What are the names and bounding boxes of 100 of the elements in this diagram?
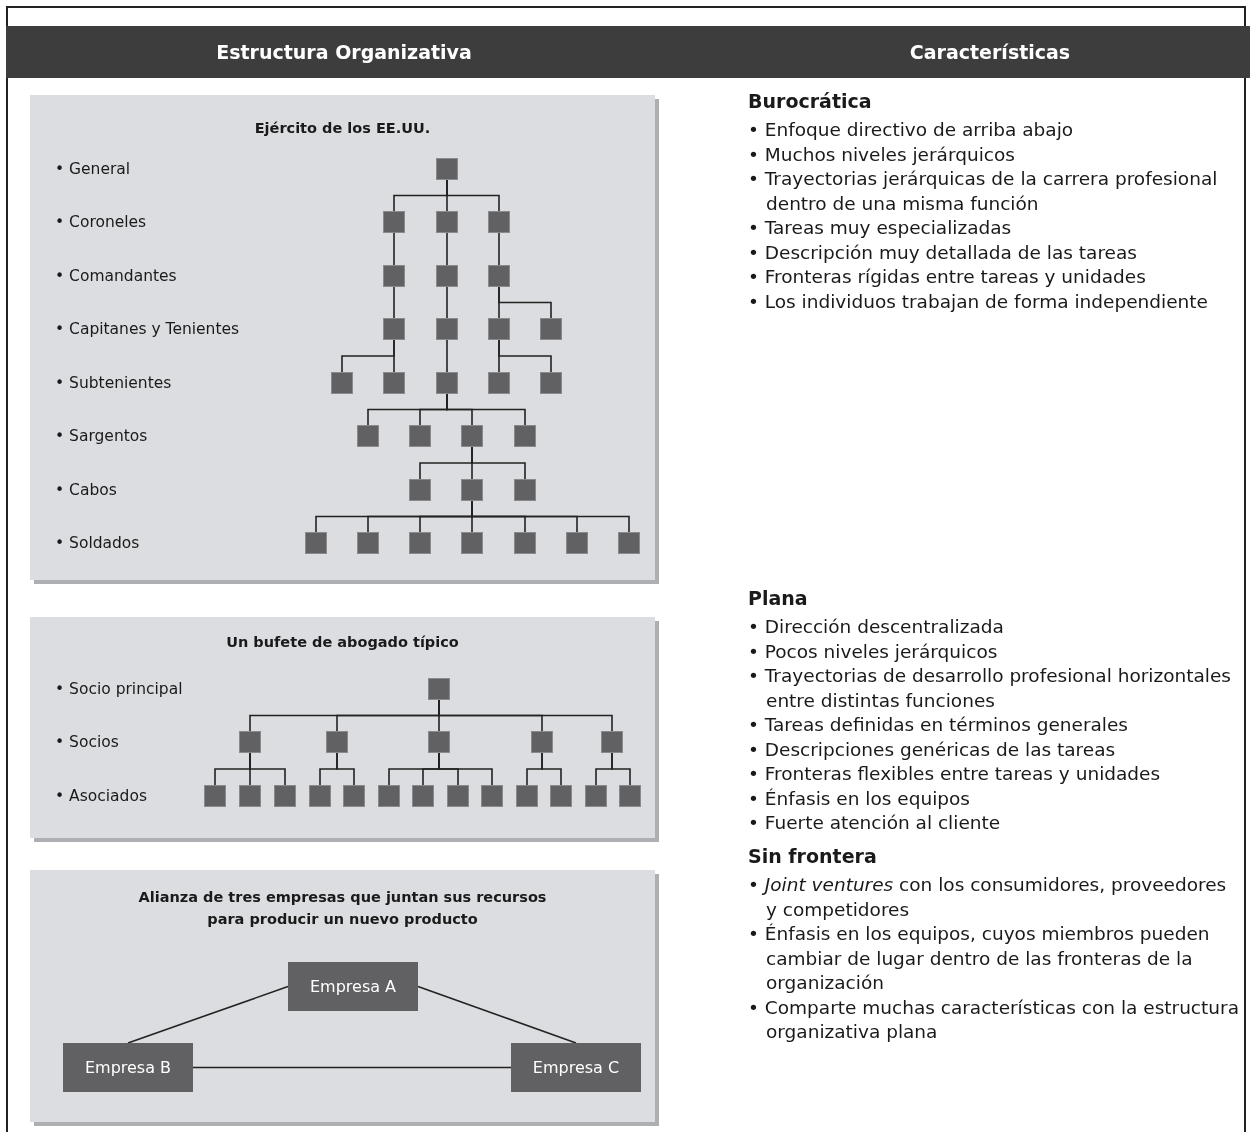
bullet-item: • Pocos niveles jerárquicos: [748, 639, 999, 664]
position-box: [343, 785, 365, 807]
position-box: [461, 532, 483, 554]
rank-label: • Socios: [55, 732, 119, 752]
connector-line: [446, 339, 448, 373]
connector-line: [438, 699, 613, 732]
position-box: [488, 372, 510, 394]
position-box: [601, 731, 623, 753]
position-box: [436, 265, 458, 287]
position-box: [357, 532, 379, 554]
position-box: [447, 785, 469, 807]
bullet-item: • Comparte muchas características con la estructura organizativa plana: [748, 995, 1240, 1044]
rank-label: • Soldados: [55, 533, 140, 553]
position-box: [540, 318, 562, 340]
section-heading: Plana: [748, 586, 809, 611]
position-box: [383, 372, 405, 394]
rank-label: • Asociados: [55, 786, 147, 806]
rank-label: • Socio principal: [55, 679, 183, 699]
connector-line: [446, 286, 448, 319]
bullet-item: • Trayectorias de desarrollo profesional horizontales entre distintas funciones: [748, 664, 1232, 713]
position-box: [461, 425, 483, 447]
panel-title: Ejército de los EE.UU.: [253, 119, 432, 138]
position-box: [488, 211, 510, 233]
rank-label: • Subtenientes: [55, 373, 172, 393]
rank-label: • Comandantes: [55, 266, 177, 286]
position-box: [516, 785, 538, 807]
position-box: [305, 532, 327, 554]
bullet-item: • Descripciones genéricas de las tareas: [748, 737, 1117, 762]
position-box: [566, 532, 588, 554]
connector-line: [471, 500, 630, 533]
connector-line: [446, 393, 526, 426]
position-box: [383, 211, 405, 233]
column-heading: Características: [909, 40, 1071, 65]
position-box: [488, 265, 510, 287]
position-box: [488, 318, 510, 340]
rank-label: • Coroneles: [55, 212, 147, 232]
position-box: [550, 785, 572, 807]
connector-line: [417, 985, 577, 1044]
bullet-item: • Fronteras rígidas entre tareas y unidades: [748, 265, 1147, 289]
section-heading: Burocrática: [748, 89, 873, 114]
connector-line: [127, 985, 289, 1044]
position-box: [412, 785, 434, 807]
position-box: [383, 265, 405, 287]
company-box: Empresa B: [63, 1043, 193, 1092]
position-box: [618, 532, 640, 554]
bullet-item: • Joint ventures con los consumidores, proveedores y competidores: [748, 873, 1228, 922]
connector-line: [541, 752, 562, 786]
bullet-item: • Tareas muy especializadas: [748, 216, 1013, 240]
header-bar: [6, 26, 1250, 78]
connector-line: [336, 752, 355, 786]
connector-line: [446, 232, 448, 266]
rank-label: • Sargentos: [55, 426, 148, 446]
rank-label: • Capitanes y Tenientes: [55, 319, 240, 339]
position-box: [585, 785, 607, 807]
connector-line: [446, 179, 500, 212]
position-box: [461, 479, 483, 501]
bullet-item: • Fronteras flexibles entre tareas y unidades: [748, 762, 1162, 786]
bullet-item: • Énfasis en los equipos, cuyos miembros pueden cambiar de lugar dentro de las fronteras de la organización: [748, 922, 1211, 995]
position-box: [239, 731, 261, 753]
panel-title: Un bufete de abogado típico: [225, 633, 460, 652]
connector-line: [611, 752, 631, 786]
connector-line: [498, 339, 552, 373]
rank-label: • General: [55, 159, 131, 179]
position-box: [514, 532, 536, 554]
position-box: [619, 785, 641, 807]
position-box: [436, 372, 458, 394]
position-box: [514, 479, 536, 501]
position-box: [326, 731, 348, 753]
connector-line: [249, 752, 286, 786]
rank-label: • Cabos: [55, 480, 117, 500]
bullet-item: • Trayectorias jerárquicas de la carrera profesional dentro de una misma función: [748, 167, 1219, 216]
position-box: [204, 785, 226, 807]
connector-line: [498, 232, 500, 266]
bullet-item: • Dirección descentralizada: [748, 615, 1005, 639]
position-box: [436, 211, 458, 233]
position-box: [428, 731, 450, 753]
position-box: [428, 678, 450, 700]
bullet-item: • Muchos niveles jerárquicos: [748, 142, 1016, 167]
position-box: [357, 425, 379, 447]
position-box: [540, 372, 562, 394]
position-box: [239, 785, 261, 807]
position-box: [409, 479, 431, 501]
connector-line: [393, 339, 395, 373]
position-box: [436, 318, 458, 340]
company-box: Empresa C: [511, 1043, 641, 1092]
position-box: [331, 372, 353, 394]
position-box: [481, 785, 503, 807]
position-box: [383, 318, 405, 340]
bullet-item: • Enfoque directivo de arriba abajo: [748, 118, 1075, 142]
connector-line: [393, 286, 395, 319]
position-box: [514, 425, 536, 447]
bullet-item: • Descripción muy detallada de las tareas: [748, 240, 1138, 265]
bullet-item: • Fuerte atención al cliente: [748, 811, 1002, 835]
panel-title: Alianza de tres empresas que juntan sus recursos para producir un nuevo producto: [137, 888, 548, 929]
connector-line: [498, 286, 552, 319]
connector-line: [192, 1066, 512, 1069]
position-box: [409, 532, 431, 554]
position-box: [378, 785, 400, 807]
company-box: Empresa A: [288, 962, 418, 1011]
bullet-item: • Énfasis en los equipos: [748, 786, 971, 811]
